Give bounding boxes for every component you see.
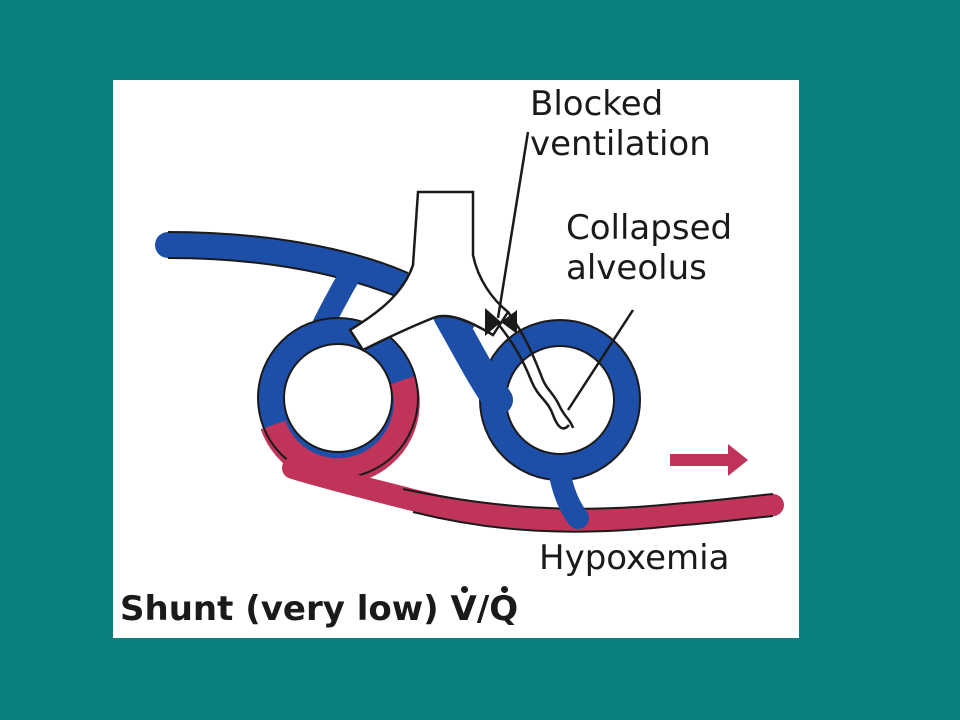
vein-outline	[402, 488, 774, 533]
blocked-line2: ventilation	[530, 124, 711, 164]
left-capillary-ring-red	[260, 375, 420, 485]
flow-arrow-icon	[670, 444, 748, 476]
collapsed-line1: Collapsed	[566, 208, 733, 248]
title-v: V	[450, 586, 477, 629]
blocked-leader	[496, 131, 530, 319]
airway-branch-collapsed	[494, 319, 570, 430]
label-blocked-ventilation: Blocked ventilation	[530, 84, 711, 164]
diagram-title: Shunt (very low) V/Q	[120, 586, 519, 629]
title-q: Q	[489, 586, 519, 629]
label-hypoxemia: Hypoxemia	[539, 538, 730, 578]
title-slash: /	[476, 589, 490, 629]
artery-outline	[167, 231, 409, 298]
label-collapsed-alveolus: Collapsed alveolus	[566, 208, 732, 288]
blockage-marker	[485, 308, 517, 336]
blocked-line1: Blocked	[530, 84, 664, 124]
central-vessel	[433, 300, 513, 415]
airway	[348, 190, 510, 352]
diagram-panel: Blocked ventilation Collapsed alveolus H…	[113, 80, 799, 638]
pulmonary-vein	[282, 457, 784, 531]
shunt-diagram	[155, 131, 784, 533]
collapsed-line2: alveolus	[566, 248, 707, 288]
title-prefix: Shunt (very low)	[120, 589, 451, 629]
right-drain	[549, 464, 589, 529]
collapsed-leader	[566, 309, 635, 411]
airway-branch-collapsed-2	[506, 311, 575, 429]
left-ring-inner	[283, 343, 393, 453]
